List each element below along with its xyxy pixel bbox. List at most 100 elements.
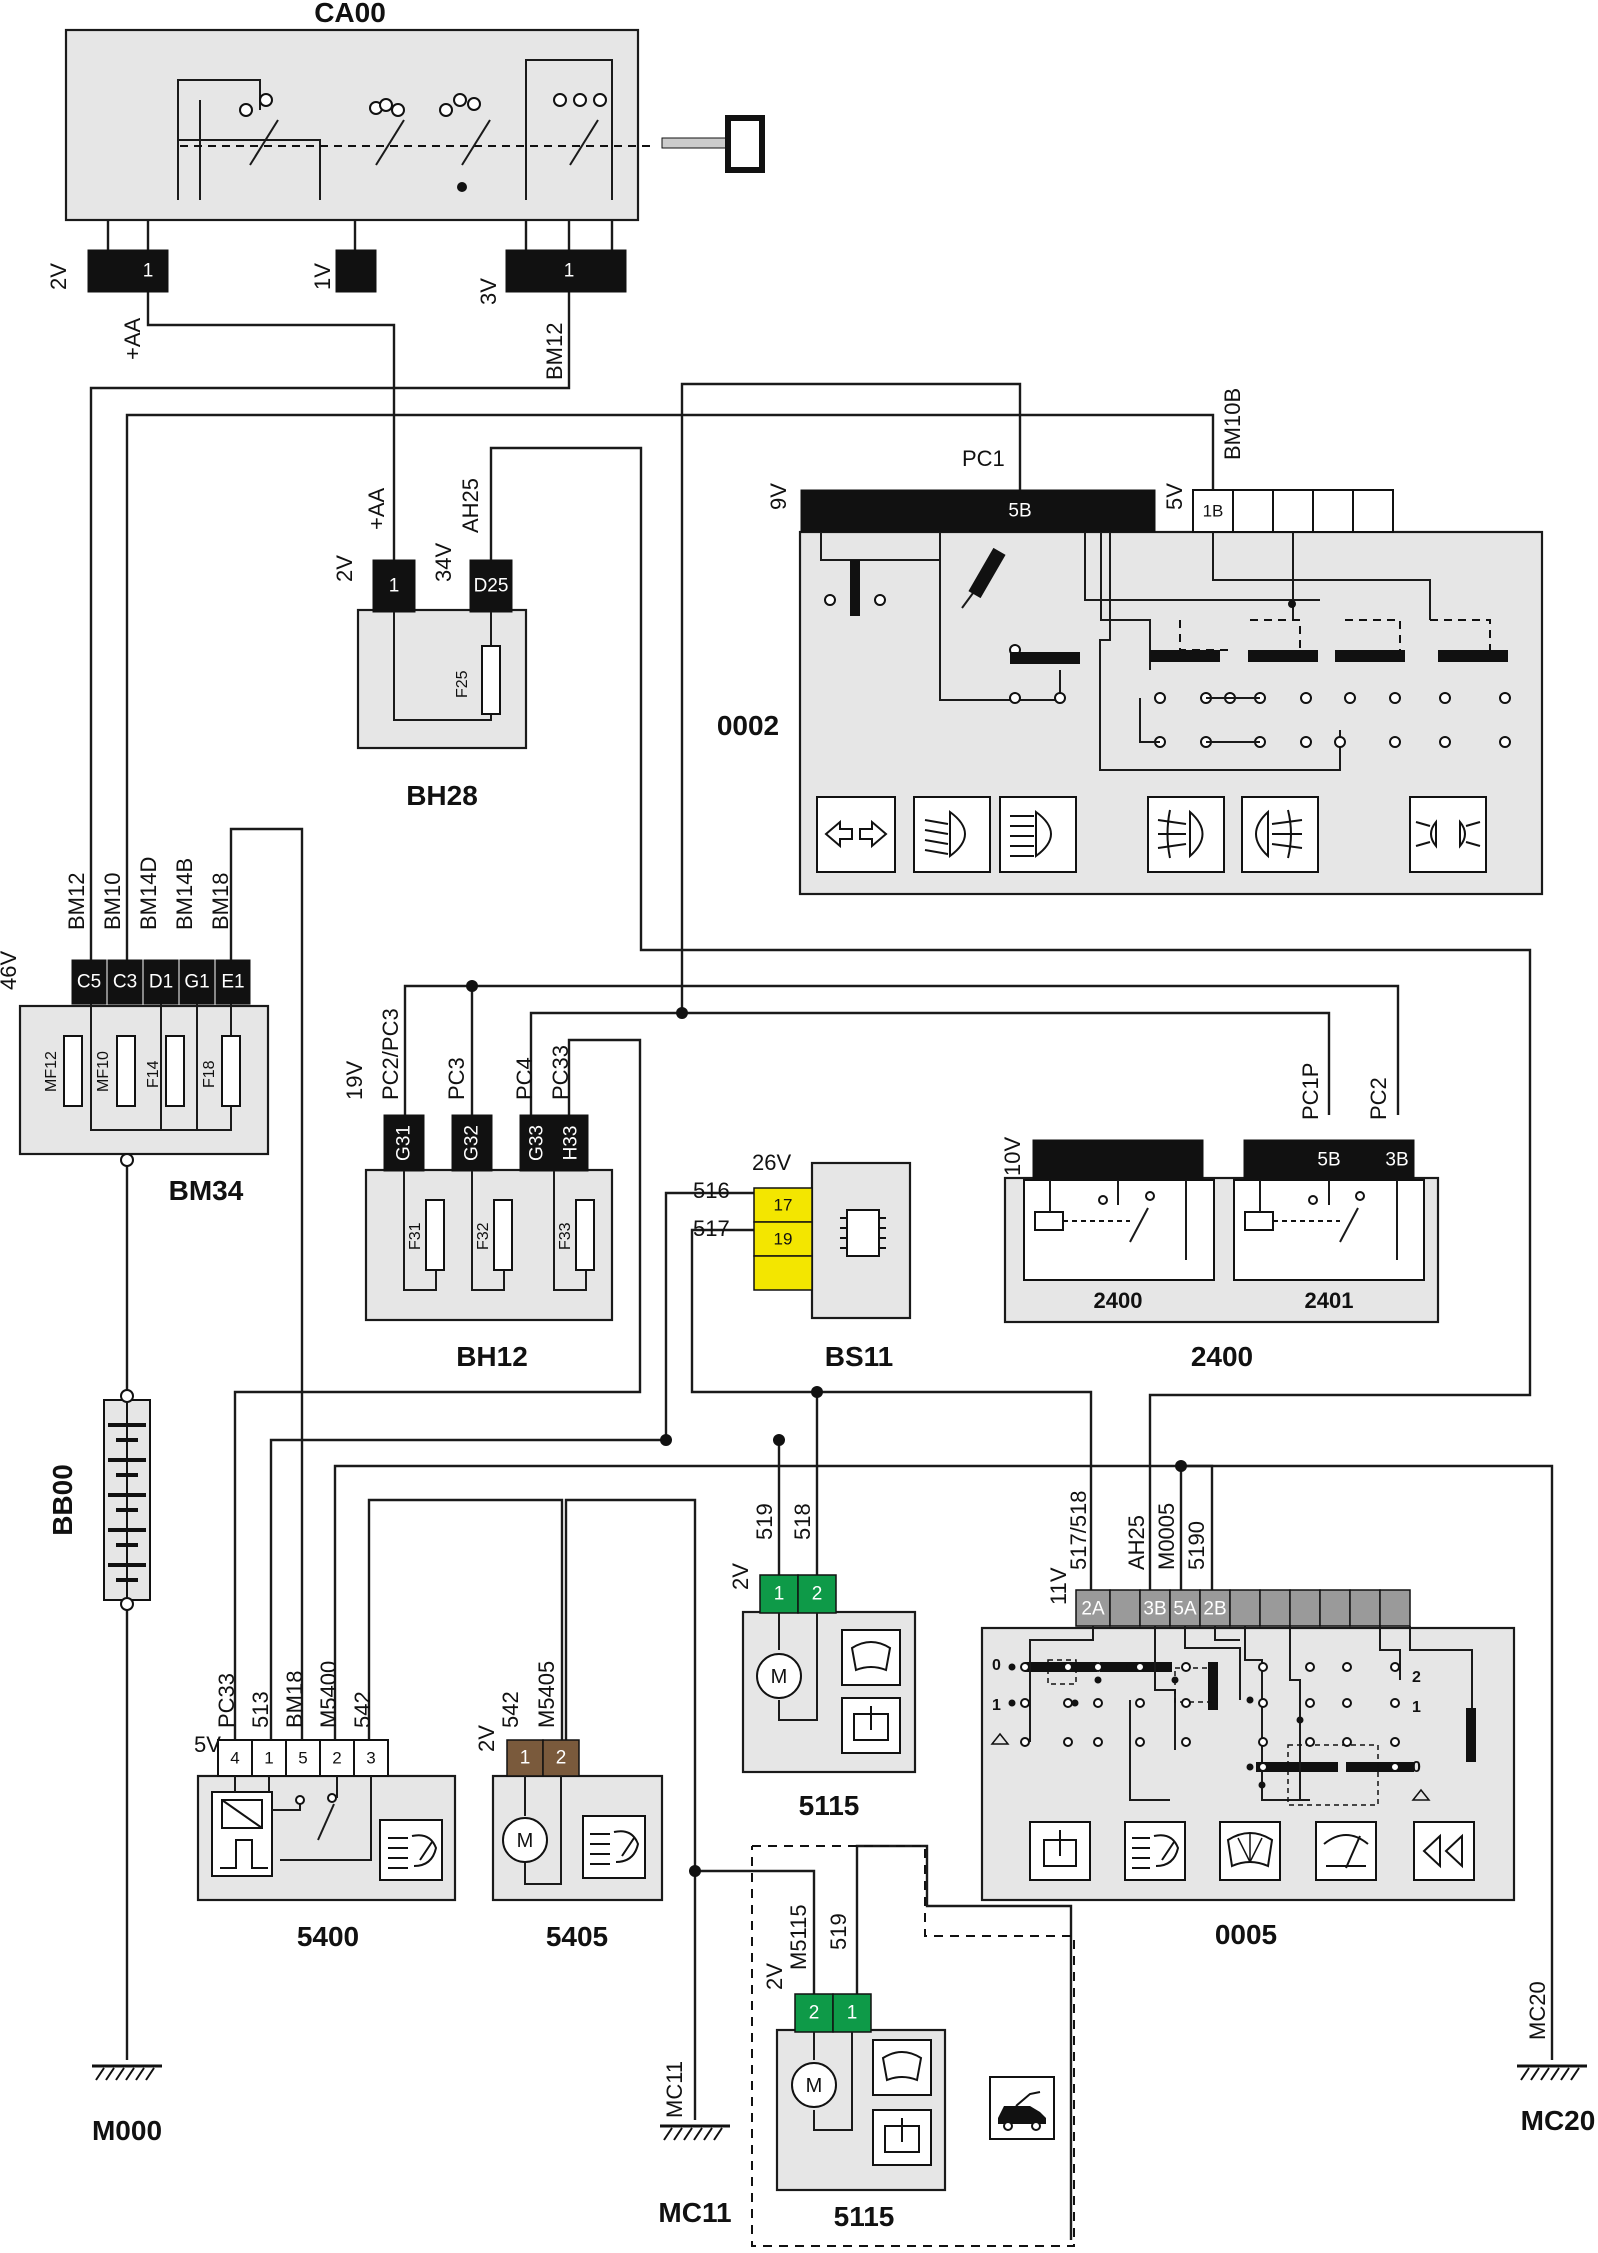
bs11-wire-517: 517 xyxy=(693,1216,730,1241)
motor-icon: M xyxy=(756,1653,802,1699)
parking-light-icon xyxy=(1409,796,1487,873)
c5400-pin-2: 2 xyxy=(332,1749,341,1768)
bh12-wire-2: PC3 xyxy=(444,1057,469,1100)
wire-plus-aa: +AA xyxy=(120,317,145,360)
bm34-fuse-box: C5 C3 D1 G1 E1 46V BM12 BM10 BM14D BM14B… xyxy=(0,857,270,1206)
c5400-pin-1: 1 xyxy=(264,1749,273,1768)
bb00-battery: BB00 xyxy=(47,1389,151,1611)
c0002-connector-9v: 5B 9V PC1 xyxy=(766,446,1156,533)
ground-m000-label: M000 xyxy=(92,2115,162,2146)
bm34-title: BM34 xyxy=(169,1175,244,1206)
bh12-pin-g32: G32 xyxy=(462,1125,483,1161)
wire-pc1: PC1 xyxy=(962,446,1005,471)
bm34-wire-1: BM12 xyxy=(64,873,89,930)
c5405-pin-1: 1 xyxy=(520,1748,531,1769)
c0002-size-5v: 5V xyxy=(1162,483,1187,510)
bm34-fuse-3: F14 xyxy=(145,1060,162,1088)
rear-fog-icon xyxy=(1241,796,1319,873)
ground-mc11-wire: MC11 xyxy=(662,2061,687,2118)
bh12-title: BH12 xyxy=(456,1341,528,1372)
wiper-icon xyxy=(1219,1821,1281,1881)
c5400-pin-4: 4 xyxy=(230,1749,239,1768)
bh28-pin-d25: D25 xyxy=(474,576,509,597)
bm34-wire-5: BM18 xyxy=(208,873,233,930)
c2400-relay-unit: 5B 3B 10V PC1P PC2 2400 2401 2400 xyxy=(1000,1063,1440,1372)
c2400-wire-pc2: PC2 xyxy=(1366,1077,1391,1120)
low-beam-icon xyxy=(913,796,991,873)
washer-icon xyxy=(872,2039,932,2096)
bh12-wire-3: PC4 xyxy=(512,1057,537,1100)
c0005-pin-5a: 5A xyxy=(1173,1599,1197,1620)
c0005-pin-2a: 2A xyxy=(1081,1599,1105,1620)
c0005-wire-5190: 5190 xyxy=(1184,1521,1209,1570)
bm34-size: 46V xyxy=(0,951,21,990)
ground-mc11-label: MC11 xyxy=(658,2197,731,2228)
c0002-pin-5b: 5B xyxy=(1008,501,1031,522)
c5400-size: 5V xyxy=(194,1732,221,1757)
m5115b-wire-m5115: M5115 xyxy=(786,1904,811,1970)
ca00-1v-size: 1V xyxy=(310,263,335,290)
ground-m000: M000 xyxy=(92,2064,162,2146)
bh28-fuse-label: F25 xyxy=(454,670,471,698)
motor-icon: M xyxy=(502,1817,548,1863)
bh28-pin-1: 1 xyxy=(389,576,400,597)
c0002-size-9v: 9V xyxy=(766,483,791,510)
c5400-wire-m5400: M5400 xyxy=(316,1661,341,1728)
bm34-pin-c3: C3 xyxy=(113,972,137,993)
c5405-title: 5405 xyxy=(546,1921,608,1952)
convertible-car-icon xyxy=(989,2076,1055,2140)
c0005-pin-3b: 3B xyxy=(1143,1599,1166,1620)
c0005-pin-2b: 2B xyxy=(1203,1599,1226,1620)
bm34-pin-d1: D1 xyxy=(149,972,173,993)
bm34-wire-4: BM14B xyxy=(172,858,197,930)
bh28-size-b: 34V xyxy=(431,543,456,582)
wire-bm10b: BM10B xyxy=(1220,388,1245,460)
c5400-title: 5400 xyxy=(297,1921,359,1952)
ground-mc20-label: MC20 xyxy=(1521,2105,1596,2136)
motor-icon: M xyxy=(791,2062,837,2108)
bm34-pin-e1: E1 xyxy=(221,972,244,993)
c5405-wire-m5405: M5405 xyxy=(534,1661,559,1728)
bh12-wire-1: PC2/PC3 xyxy=(378,1008,403,1100)
ground-mc11: MC11 MC11 xyxy=(658,2061,731,2228)
svg-text:M: M xyxy=(806,2075,823,2097)
c0005-switch-internals: 0 1 2 1 0 xyxy=(990,1626,1476,1806)
m5115a-wire-519: 519 xyxy=(752,1503,777,1540)
wiper-intermittent-icon xyxy=(379,1819,443,1881)
c0002-title: 0002 xyxy=(717,710,779,741)
bs11-title: BS11 xyxy=(825,1341,894,1372)
wiper-icon xyxy=(1315,1821,1377,1881)
bs11-pin-17: 17 xyxy=(774,1196,793,1215)
c5400-pin-3: 3 xyxy=(366,1749,375,1768)
m5115a-pin-2: 2 xyxy=(812,1584,823,1605)
bh12-fuse-1: F31 xyxy=(407,1222,424,1250)
c0005-pos-right-2: 2 xyxy=(1412,1669,1421,1686)
ground-mc20: MC20 MC20 xyxy=(1517,1981,1595,2136)
ground-mc20-wire: MC20 xyxy=(1525,1981,1550,2040)
c5405-pin-2: 2 xyxy=(556,1748,567,1769)
m5115b-size: 2V xyxy=(762,1963,787,1990)
wire-ah25: AH25 xyxy=(458,478,483,533)
m5115b-wire-519: 519 xyxy=(826,1913,851,1950)
m5115-washer-pump-front: 1 2 2V 519 518 M 5115 xyxy=(728,1503,917,1821)
bm34-wire-3: BM14D xyxy=(136,857,161,930)
c2400-title: 2400 xyxy=(1191,1341,1253,1372)
c5400-wire-bm18: BM18 xyxy=(282,1671,307,1728)
c2400-pin-3b: 3B xyxy=(1385,1150,1408,1171)
wiper-intermittent-icon xyxy=(582,1815,646,1879)
ca00-2v-pin: 1 xyxy=(143,261,154,282)
c2400-wire-pc1p: PC1P xyxy=(1298,1063,1323,1120)
ca00-3v-size: 3V xyxy=(476,278,501,305)
key-icon xyxy=(661,115,765,173)
bm34-pin-g1: G1 xyxy=(184,972,209,993)
c5400-pin-5: 5 xyxy=(298,1749,307,1768)
bh12-wire-4: PC33 xyxy=(548,1045,573,1100)
c0005-wire-ah25: AH25 xyxy=(1124,1515,1149,1570)
m5115b-pin-1: 1 xyxy=(847,2003,858,2024)
c0005-wire-m0005: M0005 xyxy=(1154,1503,1179,1570)
wire-bm12: BM12 xyxy=(542,323,567,380)
m5115a-pin-1: 1 xyxy=(774,1584,785,1605)
chip-icon xyxy=(840,1209,886,1257)
c5400-wiper-relay: 4 1 5 2 3 5V PC33 513 BM18 M5400 542 540… xyxy=(194,1661,457,1952)
